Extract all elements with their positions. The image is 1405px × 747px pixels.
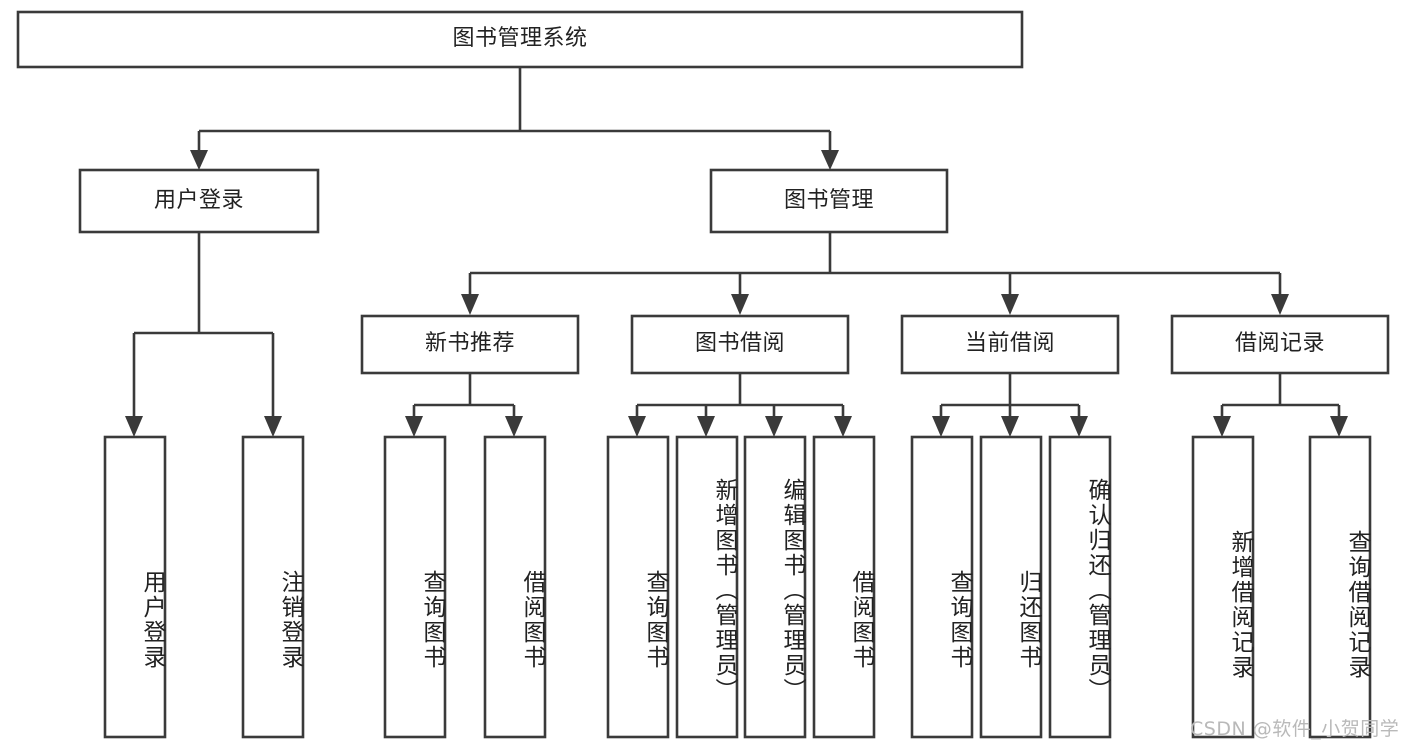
node-box-leaf-query-book-1[interactable]: [383, 435, 447, 739]
connector-currentborrow-to-leaves: [932, 373, 1088, 437]
node-box-borrow-record[interactable]: [1170, 314, 1390, 375]
node-box-leaf-query-record[interactable]: [1308, 435, 1372, 739]
node-box-leaf-return-book[interactable]: [979, 435, 1043, 739]
node-box-leaf-query-book-3[interactable]: [910, 435, 974, 739]
node-box-leaf-query-book-2[interactable]: [606, 435, 670, 739]
connector-root-to-level2: [190, 67, 839, 170]
connector-borrowrecord-to-leaves: [1213, 373, 1348, 437]
node-box-book-management[interactable]: [709, 168, 949, 234]
node-box-leaf-logout[interactable]: [241, 435, 305, 739]
connector-userlogin-to-leaves: [125, 232, 282, 437]
node-box-leaf-borrow-book-2[interactable]: [812, 435, 876, 739]
node-box-leaf-confirm-return[interactable]: [1048, 435, 1112, 739]
node-box-root[interactable]: [16, 10, 1024, 69]
connector-level2-book-to-level3: [461, 232, 1289, 315]
connector-newbook-to-leaves: [405, 373, 523, 437]
node-box-leaf-user-login[interactable]: [103, 435, 167, 739]
node-box-leaf-add-record[interactable]: [1191, 435, 1255, 739]
node-box-leaf-borrow-book-1[interactable]: [483, 435, 547, 739]
node-box-current-borrow[interactable]: [900, 314, 1120, 375]
connector-bookborrow-to-leaves: [628, 373, 852, 437]
node-box-user-login[interactable]: [78, 168, 320, 234]
node-box-leaf-add-book[interactable]: [675, 435, 739, 739]
node-box-book-borrow[interactable]: [630, 314, 850, 375]
node-box-leaf-edit-book[interactable]: [743, 435, 807, 739]
node-box-new-book-recommend[interactable]: [360, 314, 580, 375]
